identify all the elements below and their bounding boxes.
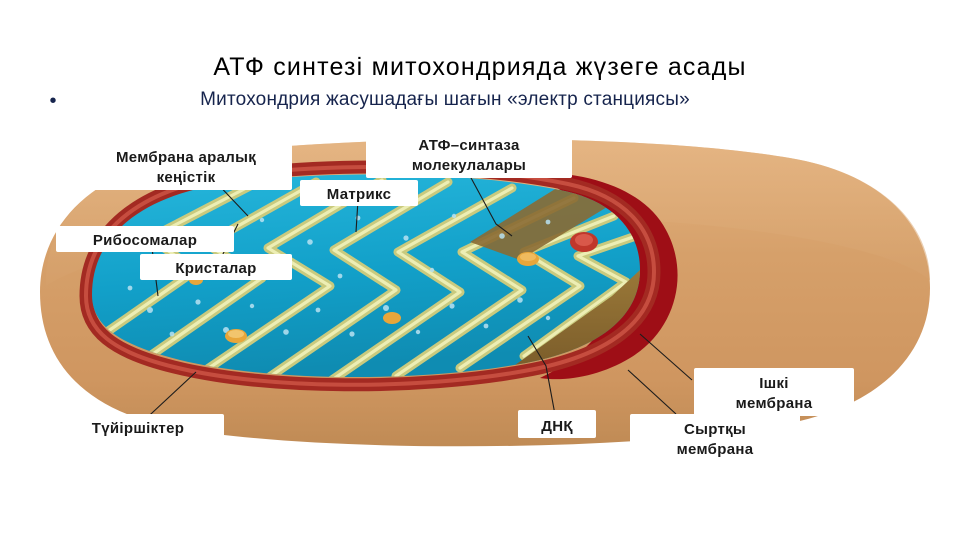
page-title: АТФ синтезі митохондрияда жүзеге асады <box>213 53 747 81</box>
label-inner-membrane: Ішкі мембрана <box>694 368 854 416</box>
label-intermembrane-space-line2: кеңістік <box>157 169 216 186</box>
granules <box>189 252 539 343</box>
cristae-group <box>99 175 640 378</box>
leader-atp-synthase <box>469 175 513 237</box>
label-outer-membrane-line1: Сыртқы <box>684 421 746 438</box>
label-cristae: Кристалар <box>140 254 292 280</box>
label-matrix-text: Матрикс <box>327 186 392 203</box>
label-inner-membrane-line1: Ішкі <box>759 375 789 392</box>
label-granules: Түйіршіктер <box>52 414 224 440</box>
label-atp-synthase-line1: АТФ–синтаза <box>418 137 520 154</box>
label-ribosomes-text: Рибосомалар <box>93 232 197 249</box>
mitochondrion-svg: Мембрана аралық кеңістік АТФ–синтаза мол… <box>40 130 930 462</box>
leader-dna <box>527 335 557 421</box>
mitochondrion-diagram: Мембрана аралық кеңістік АТФ–синтаза мол… <box>0 120 960 480</box>
label-ribosomes: Рибосомалар <box>56 226 234 252</box>
label-outer-membrane-line2: мембрана <box>677 441 754 458</box>
leader-outer-membrane <box>627 369 677 415</box>
label-dna: ДНҚ <box>518 410 596 438</box>
bullet-icon: • <box>49 90 57 112</box>
label-cristae-text: Кристалар <box>175 260 256 277</box>
label-intermembrane-space: Мембрана аралық кеңістік <box>80 142 292 190</box>
dna-blob <box>570 232 598 252</box>
subtitle-bullet-row: • Митохондрия жасушадағы шағын «электр с… <box>0 88 960 112</box>
label-intermembrane-space-line1: Мембрана аралық <box>116 149 256 166</box>
label-dna-text: ДНҚ <box>541 418 573 435</box>
label-matrix: Матрикс <box>300 180 418 206</box>
label-inner-membrane-line2: мембрана <box>736 395 813 412</box>
label-atp-synthase-line2: молекулалары <box>412 157 526 174</box>
leader-inner-membrane <box>639 333 693 381</box>
label-outer-membrane: Сыртқы мембрана <box>630 414 800 462</box>
label-granules-text: Түйіршіктер <box>92 420 184 437</box>
label-atp-synthase: АТФ–синтаза молекулалары <box>366 130 572 178</box>
slide-subtitle: Митохондрия жасушадағы шағын «электр ста… <box>200 89 690 110</box>
